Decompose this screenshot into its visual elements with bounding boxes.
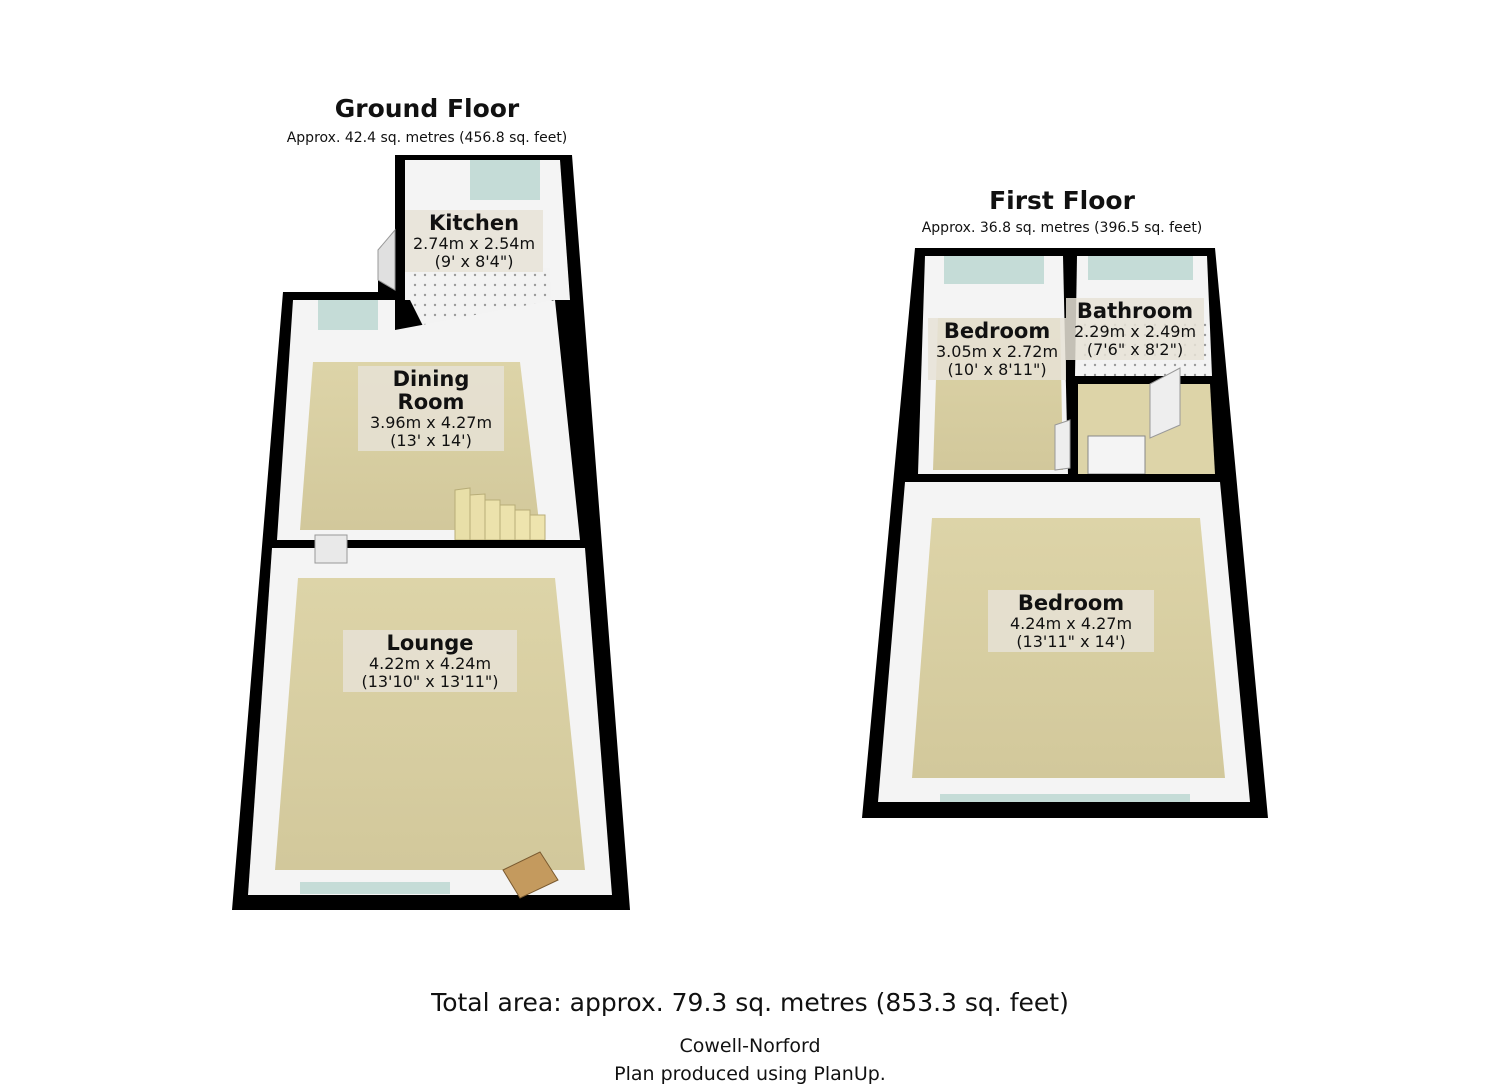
room-label-lounge: Lounge 4.22m x 4.24m (13'10" x 13'11"): [343, 630, 517, 693]
room-imperial: (13' x 14'): [390, 430, 472, 450]
plan-credit: Plan produced using PlanUp.: [614, 1063, 886, 1085]
room-metric: 2.74m x 2.54m: [413, 234, 536, 254]
room-imperial: (10' x 8'11"): [947, 359, 1047, 379]
bathroom-window: [1088, 256, 1193, 280]
front-bedroom-window: [940, 794, 1190, 802]
room-label-bedroom-back: Bedroom 3.05m x 2.72m (10' x 8'11"): [928, 318, 1067, 381]
room-metric: 3.96m x 4.27m: [369, 413, 493, 433]
agent-name: Cowell-Norford: [679, 1035, 821, 1057]
kitchen-side-door: [377, 228, 396, 291]
room-metric: 4.24m x 4.27m: [1009, 614, 1133, 634]
ground-floor-area: Approx. 42.4 sq. metres (456.8 sq. feet): [286, 130, 568, 146]
room-name: Bedroom: [1017, 591, 1125, 615]
dining-room-window: [318, 300, 378, 330]
room-label-kitchen: Kitchen 2.74m x 2.54m (9' x 8'4"): [405, 210, 544, 273]
kitchen-window: [470, 160, 540, 200]
lounge-window: [300, 882, 450, 894]
room-imperial: (7'6" x 8'2"): [1086, 339, 1184, 359]
bathroom-door: [1149, 367, 1181, 439]
ground-floor-title: Ground Floor: [334, 94, 520, 123]
landing-stair-rail: [1087, 435, 1146, 475]
room-metric: 3.05m x 2.72m: [936, 342, 1059, 362]
dining-room-stairs: [454, 487, 546, 541]
room-name: Bedroom: [943, 319, 1051, 343]
room-metric: 2.29m x 2.49m: [1074, 322, 1197, 342]
lounge-floor: [275, 578, 585, 870]
room-label-bathroom: Bathroom 2.29m x 2.49m (7'6" x 8'2"): [1066, 298, 1205, 361]
total-area: Total area: approx. 79.3 sq. metres (853…: [431, 988, 1069, 1017]
ground-floor-divider-wall: [274, 540, 586, 548]
room-imperial: (13'10" x 13'11"): [361, 671, 499, 691]
room-imperial: (13'11" x 14'): [1016, 631, 1126, 651]
room-imperial: (9' x 8'4"): [434, 251, 514, 271]
bedroom-door: [1054, 419, 1071, 471]
room-label-dining-room: Dining Room 3.96m x 4.27m (13' x 14'): [358, 366, 504, 452]
room-name: Kitchen: [428, 211, 520, 235]
first-floor-area: Approx. 36.8 sq. metres (396.5 sq. feet): [921, 220, 1203, 236]
room-metric: 4.22m x 4.24m: [368, 654, 492, 674]
room-label-bedroom-front: Bedroom 4.24m x 4.27m (13'11" x 14'): [988, 590, 1154, 653]
lounge-front-door: [502, 851, 559, 899]
first-floor-divider-wall: [907, 474, 1221, 482]
room-name: Dining Room: [392, 367, 470, 415]
first-floor-title: First Floor: [989, 186, 1135, 215]
back-bedroom-window: [944, 256, 1044, 284]
room-name: Bathroom: [1076, 299, 1194, 323]
lounge-radiator: [314, 534, 348, 564]
room-name: Lounge: [386, 631, 474, 655]
